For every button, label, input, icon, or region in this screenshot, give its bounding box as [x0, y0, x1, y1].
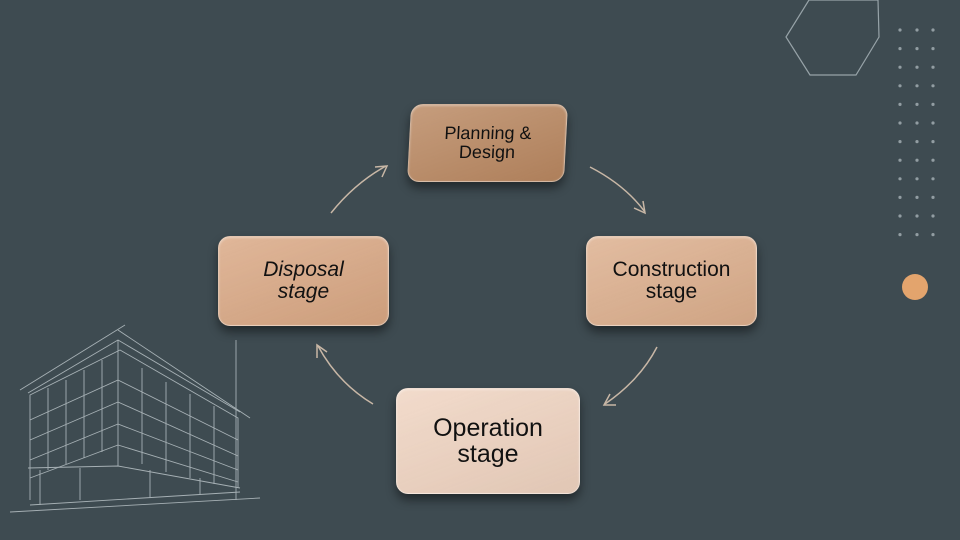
- grid-dot: [898, 47, 902, 51]
- cycle-arrows: [316, 165, 658, 406]
- node-operation-label: Operation stage: [433, 413, 543, 468]
- node-operation-stage: Operation stage: [396, 388, 580, 494]
- grid-dot: [898, 214, 902, 218]
- grid-dot: [931, 28, 935, 32]
- grid-dot: [915, 65, 919, 69]
- grid-dot: [931, 102, 935, 106]
- grid-dot: [931, 233, 935, 237]
- node-disposal-stage: Disposal stage: [218, 236, 389, 326]
- grid-dot: [915, 158, 919, 162]
- grid-dot: [931, 47, 935, 51]
- grid-dot: [931, 65, 935, 69]
- grid-dot: [898, 84, 902, 88]
- grid-dot: [898, 28, 902, 32]
- grid-dot: [915, 102, 919, 106]
- grid-dot: [898, 233, 902, 237]
- grid-dot: [898, 140, 902, 144]
- grid-dot: [931, 195, 935, 199]
- grid-dot: [931, 140, 935, 144]
- node-construction-label: Construction stage: [612, 257, 731, 303]
- grid-dot: [915, 121, 919, 125]
- grid-dot: [898, 158, 902, 162]
- arrowhead-disposal-to-planning-icon: [374, 165, 389, 178]
- grid-dot: [931, 177, 935, 181]
- node-planning-label: Planning & Design: [443, 123, 533, 162]
- arrow-operation-to-disposal: [317, 345, 374, 405]
- grid-dot: [931, 214, 935, 218]
- grid-dot: [931, 121, 935, 125]
- arrowhead-operation-to-disposal-icon: [316, 343, 328, 358]
- grid-dot: [931, 158, 935, 162]
- hexagon-outline-icon: [785, 0, 880, 76]
- grid-dot: [915, 47, 919, 51]
- node-planning-design: Planning & Design: [406, 104, 569, 182]
- grid-dot: [898, 177, 902, 181]
- grid-dot: [898, 65, 902, 69]
- grid-dot: [915, 214, 919, 218]
- grid-dot: [931, 84, 935, 88]
- arrow-planning-to-construction: [589, 166, 646, 213]
- arrow-disposal-to-planning: [330, 165, 387, 214]
- grid-dot: [915, 195, 919, 199]
- grid-dot: [915, 140, 919, 144]
- grid-dot: [898, 195, 902, 199]
- arrow-construction-to-operation: [604, 346, 658, 405]
- node-construction-stage: Construction stage: [586, 236, 757, 326]
- grid-dot: [915, 233, 919, 237]
- grid-dot: [915, 28, 919, 32]
- orange-circle-icon: [902, 274, 928, 300]
- building-line-art-icon: [9, 324, 261, 513]
- grid-dot: [915, 177, 919, 181]
- node-disposal-label: Disposal stage: [263, 257, 344, 303]
- arrowhead-construction-to-operation-icon: [602, 393, 616, 406]
- grid-dot: [915, 84, 919, 88]
- dot-grid-pattern: [898, 28, 935, 237]
- arrowhead-planning-to-construction-icon: [633, 200, 646, 215]
- grid-dot: [898, 121, 902, 125]
- grid-dot: [898, 102, 902, 106]
